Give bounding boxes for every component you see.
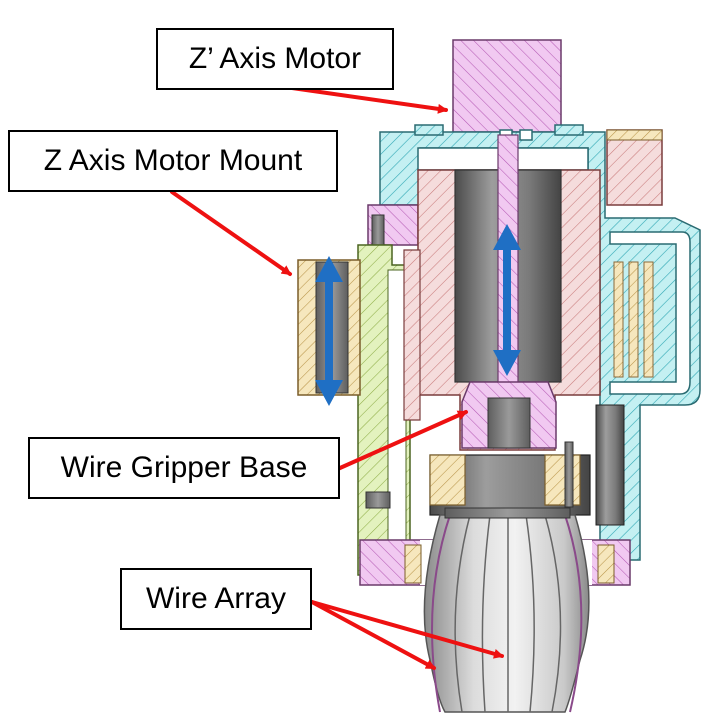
clamp-screw: [564, 441, 574, 508]
z-prime-motor-body: [452, 39, 562, 133]
top-right-block: [606, 129, 663, 206]
top-right-cap: [606, 129, 663, 141]
label-wire-array: Wire Array: [120, 568, 312, 630]
right-coil-slats: [613, 261, 654, 378]
arrow-z-prime-motor: [290, 86, 448, 114]
pink-step-left: [403, 249, 421, 421]
arrow-wire-array-1: [310, 600, 436, 670]
leader-arrows: [170, 86, 504, 670]
lower-clamp-left: [429, 454, 466, 506]
z-motion-arrow: [315, 256, 343, 406]
arrow-wire-array-2: [310, 600, 504, 659]
right-dark-pocket: [595, 404, 625, 526]
label-z-prime-axis-motor: Z’ Axis Motor: [156, 28, 394, 90]
z-prime-motion-arrow: [493, 224, 521, 376]
arrow-wire-gripper-base: [338, 410, 468, 470]
label-wire-gripper-base: Wire Gripper Base: [28, 437, 340, 499]
lower-clamp-right: [544, 454, 581, 506]
gripper-core: [487, 397, 531, 449]
bottom-left-insert: [404, 544, 422, 584]
left-set-screw: [365, 491, 391, 509]
wire-array: [423, 507, 590, 713]
arrow-z-motor-mount: [170, 190, 292, 276]
label-z-axis-motor-mount: Z Axis Motor Mount: [8, 130, 338, 192]
right-loop-housing: [609, 231, 691, 395]
bottom-right-insert: [597, 544, 615, 584]
